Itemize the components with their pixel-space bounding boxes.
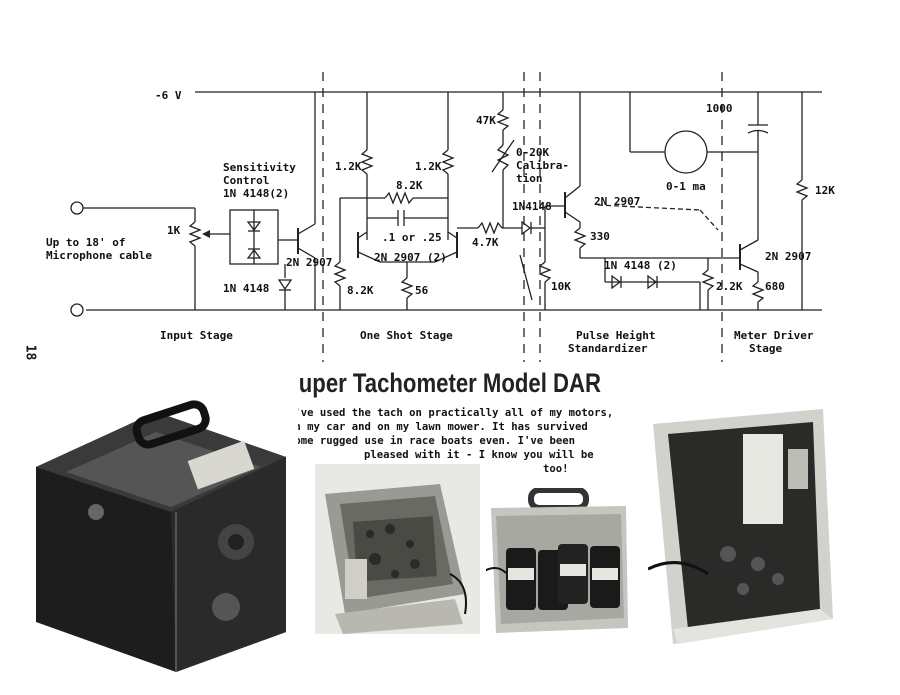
mid-diode-label: 1N4148	[512, 200, 552, 213]
caption-line-2: on my car and on my lawn mower. It has s…	[288, 421, 588, 433]
circuit-schematic	[70, 72, 822, 362]
sensitivity-label-2: Control	[223, 174, 270, 187]
photo-open-chassis-board	[315, 464, 480, 634]
input-label-line2: Microphone cable	[46, 249, 152, 262]
page-number: 18	[22, 344, 38, 361]
calibration-pot-label-3: tion	[516, 172, 543, 185]
photo-tach-box-closed	[36, 372, 298, 672]
resistor-1-2k-b-label: 1.2K	[415, 160, 442, 173]
input-terminal-top	[70, 201, 84, 215]
input-transistor-label: 2N 2907	[286, 256, 333, 269]
stage-label-pulse-2: Standardizer	[568, 342, 648, 355]
resistor-4-7k-label: 4.7K	[472, 236, 499, 249]
caption-line-1: I've used the tach on practically all of…	[288, 407, 614, 419]
resistor-1k-label: 1K	[167, 224, 181, 237]
calibration-pot-label-2: Calibra-	[516, 159, 569, 172]
transistor-pair-label: 2N 2907 (2)	[374, 251, 447, 264]
stage-label-pulse-1: Pulse Height	[576, 329, 656, 342]
stage-label-meter-2: Stage	[749, 342, 783, 355]
resistor-1-2k-a-label: 1.2K	[335, 160, 362, 173]
resistor-12k-label: 12K	[815, 184, 835, 197]
input-label-line1: Up to 18' of	[46, 236, 126, 249]
resistor-56-label: 56	[415, 284, 429, 297]
capacitor-01-label: .1 or .25	[382, 231, 442, 244]
diode-pair-label: 1N 4148 (2)	[604, 259, 677, 272]
resistor-330-label: 330	[590, 230, 610, 243]
meter-transistor-label: 2N 2907	[765, 250, 812, 263]
photo-battery-compartment	[486, 488, 634, 636]
resistor-8-2k-top-label: 8.2K	[396, 179, 423, 192]
resistor-47k-label: 47K	[476, 114, 496, 127]
pulse-transistor-label: 2N 2907	[594, 195, 641, 208]
sensitivity-label-3: 1N 4148(2)	[223, 187, 290, 200]
sensitivity-label-1: Sensitivity	[223, 161, 296, 174]
article-caption: I've used the tach on practically all of…	[288, 406, 643, 476]
resistor-10k-label: 10K	[551, 280, 571, 293]
caption-line-5: too!	[543, 463, 569, 475]
stage-label-one-shot: One Shot Stage	[360, 329, 453, 342]
input-diode-label: 1N 4148	[223, 282, 270, 295]
caption-line-3: some rugged use in race boats even. I've…	[288, 435, 576, 447]
stage-label-input: Input Stage	[160, 329, 233, 342]
caption-line-4: pleased with it - I know you will be	[364, 449, 594, 461]
input-terminal-bottom	[70, 303, 84, 317]
capacitor-1000-label: 1000	[706, 102, 733, 115]
resistor-2-2k-label: 2.2K	[716, 280, 743, 293]
meter-label: 0-1 ma	[666, 180, 706, 193]
article-title: Super Tachometer Model DAR	[284, 368, 601, 398]
resistor-680-label: 680	[765, 280, 785, 293]
meter-symbol	[664, 130, 708, 174]
stage-label-meter-1: Meter Driver	[734, 329, 814, 342]
resistor-8-2k-bot-label: 8.2K	[347, 284, 374, 297]
photo-interior-side	[648, 404, 838, 647]
supply-label: -6 V	[155, 89, 182, 102]
calibration-pot-label-1: 0-20K	[516, 146, 550, 159]
pot-1k	[188, 221, 202, 247]
